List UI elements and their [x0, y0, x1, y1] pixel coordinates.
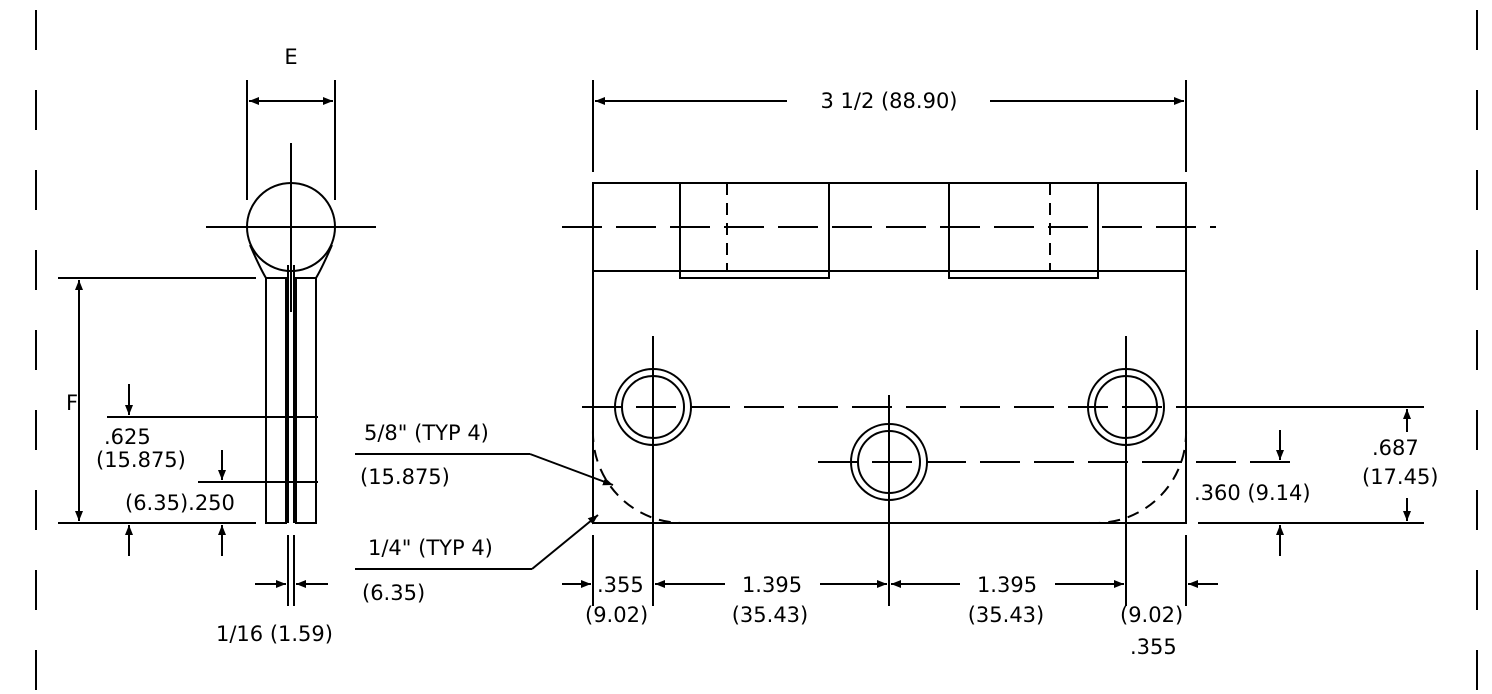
radius-mm: (15.875) [360, 465, 450, 489]
radius-leader [529, 453, 614, 486]
chamfer-mm: (6.35) [362, 581, 425, 605]
dim-1395-a: 1.395 [742, 573, 802, 597]
f-label: F [66, 391, 78, 415]
leaf-neck-left [249, 244, 267, 279]
overall-width: 3 1/2 (88.90) [820, 89, 957, 113]
dim-1395-b: 1.395 [977, 573, 1037, 597]
e-label: E [284, 45, 297, 69]
dim-355-left: .355 [597, 573, 644, 597]
chamfer-label: 1/4" (TYP 4) [368, 536, 493, 560]
dim-902-left: (9.02) [585, 603, 648, 627]
dim-1745: (17.45) [1362, 465, 1439, 489]
radius-label: 5/8" (TYP 4) [364, 421, 489, 445]
dim-thickness: 1/16 (1.59) [216, 622, 333, 646]
leaf-left [265, 277, 287, 524]
corner-radius-right [1095, 429, 1188, 524]
dim-3543-b: (35.43) [968, 603, 1045, 627]
dim-355-right: .355 [1130, 635, 1177, 659]
dim-360: .360 (9.14) [1194, 481, 1311, 505]
dim-625: .625 [104, 425, 151, 449]
corner-radius-left [591, 429, 684, 524]
side-view: E F .625 (15.875) (6.35).250 1/16 (1.59) [58, 45, 376, 646]
leaf-right [295, 277, 317, 524]
dim-902-right: (9.02) [1120, 603, 1183, 627]
dim-635-250: (6.35).250 [125, 491, 235, 515]
front-view: 3 1/2 (88.90) 5/8" (TYP 4) (15.875) 1/4"… [355, 80, 1439, 659]
dim-687: .687 [1372, 436, 1419, 460]
dim-625-mm: (15.875) [96, 448, 186, 472]
dim-3543-a: (35.43) [732, 603, 809, 627]
knuckle-segment-right [948, 183, 1099, 279]
leaf-neck-right [315, 244, 333, 279]
chamfer-leader [531, 514, 599, 570]
knuckle-segment-left [679, 183, 830, 279]
